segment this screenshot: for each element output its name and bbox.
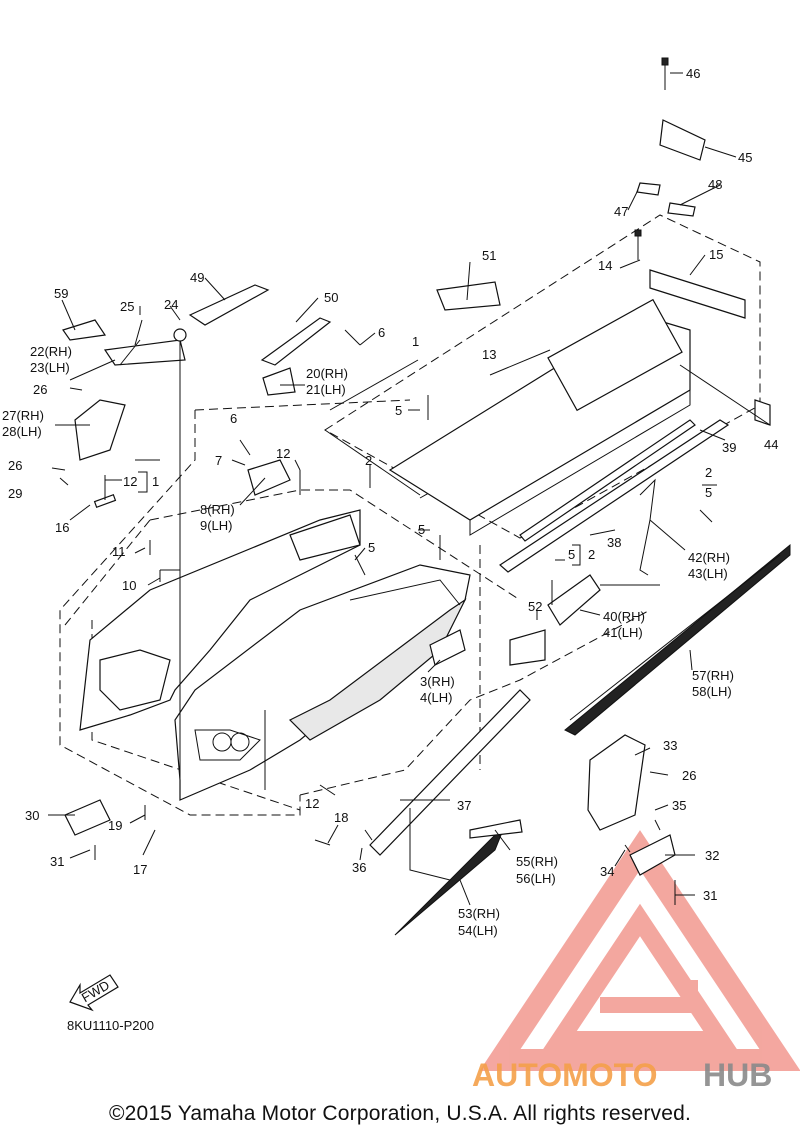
callout: 43(LH) [688,566,728,581]
callout: 20(RH) [306,366,348,381]
callout: 31 [50,854,64,869]
callout: 30 [25,808,39,823]
callout: 2 [365,453,372,468]
callout: 24 [164,297,178,312]
callout: 44 [764,437,778,452]
callout: 23(LH) [30,360,70,375]
callout: 16 [55,520,69,535]
watermark-word-a: AUTOMOTO [472,1057,657,1093]
callout: 2 [588,547,595,562]
callout: 9(LH) [200,518,233,533]
callout: 6 [378,325,385,340]
callout: 51 [482,248,496,263]
figure-code: 8KU1110-P200 [67,1018,154,1033]
callout: 15 [709,247,723,262]
callout: 8(RH) [200,502,235,517]
callout: 35 [672,798,686,813]
callout: 25 [120,299,134,314]
callout: 49 [190,270,204,285]
watermark-logo [479,830,800,1071]
callout: 5 [705,485,712,500]
watermark-word-b: HUB [703,1057,772,1093]
callout: 54(LH) [458,923,498,938]
watermark-text: AUTOMOTO HUB [472,1057,772,1093]
callout: 27(RH) [2,408,44,423]
callout: 10 [122,578,136,593]
callout: 45 [738,150,752,165]
callout: 5 [368,540,375,555]
callout: 52 [528,599,542,614]
callout: 6 [230,411,237,426]
tunnel-top-plate [388,298,691,536]
small-parts [62,119,771,876]
callout: 1 [412,334,419,349]
callout: 55(RH) [516,854,558,869]
callout: 31 [703,888,717,903]
callout: 37 [457,798,471,813]
callout: 33 [663,738,677,753]
callout: 5 [395,403,402,418]
callout: 26 [682,768,696,783]
callout: 5 [568,547,575,562]
callout: 14 [598,258,612,273]
callout: 2 [705,465,712,480]
callout: 50 [324,290,338,305]
callout: 59 [54,286,68,301]
callout: 57(RH) [692,668,734,683]
callout: 39 [722,440,736,455]
callout: 34 [600,864,614,879]
callout: 32 [705,848,719,863]
callout: 36 [352,860,366,875]
callout: 56(LH) [516,871,556,886]
tunnel-side-rail [499,419,730,573]
callout: 17 [133,862,147,877]
callout: 18 [334,810,348,825]
callout: 38 [607,535,621,550]
callout: 47 [614,204,628,219]
callout: 46 [686,66,700,81]
callout: 12 [276,446,290,461]
callout: 48 [708,177,722,192]
callout: 40(RH) [603,609,645,624]
callout: 29 [8,486,22,501]
callout: 13 [482,347,496,362]
callout: 42(RH) [688,550,730,565]
callout: 53(RH) [458,906,500,921]
callout: 12 [123,474,137,489]
group-brackets [138,471,717,566]
callout: 22(RH) [30,344,72,359]
fwd-arrow-icon: FWD [69,974,119,1012]
callout: 1 [152,474,159,489]
callout: 58(LH) [692,684,732,699]
callout: 26 [8,458,22,473]
callout: 12 [305,796,319,811]
callout: 26 [33,382,47,397]
callout: 21(LH) [306,382,346,397]
leader-lines [48,72,771,906]
callout-labels: 46 45 48 47 14 15 51 49 50 59 25 24 6 1 … [2,66,778,938]
running-board-rh [564,543,791,736]
callout: 11 [112,544,126,559]
callout: 41(LH) [603,625,643,640]
callout: 4(LH) [420,690,453,705]
front-frame-assembly [79,509,471,801]
callout: 5 [418,522,425,537]
fasteners [59,57,713,905]
callout: 3(RH) [420,674,455,689]
callout: 7 [215,453,222,468]
copyright-notice: ©2015 Yamaha Motor Corporation, U.S.A. A… [108,1102,692,1125]
callout: 19 [108,818,122,833]
callout: 28(LH) [2,424,42,439]
